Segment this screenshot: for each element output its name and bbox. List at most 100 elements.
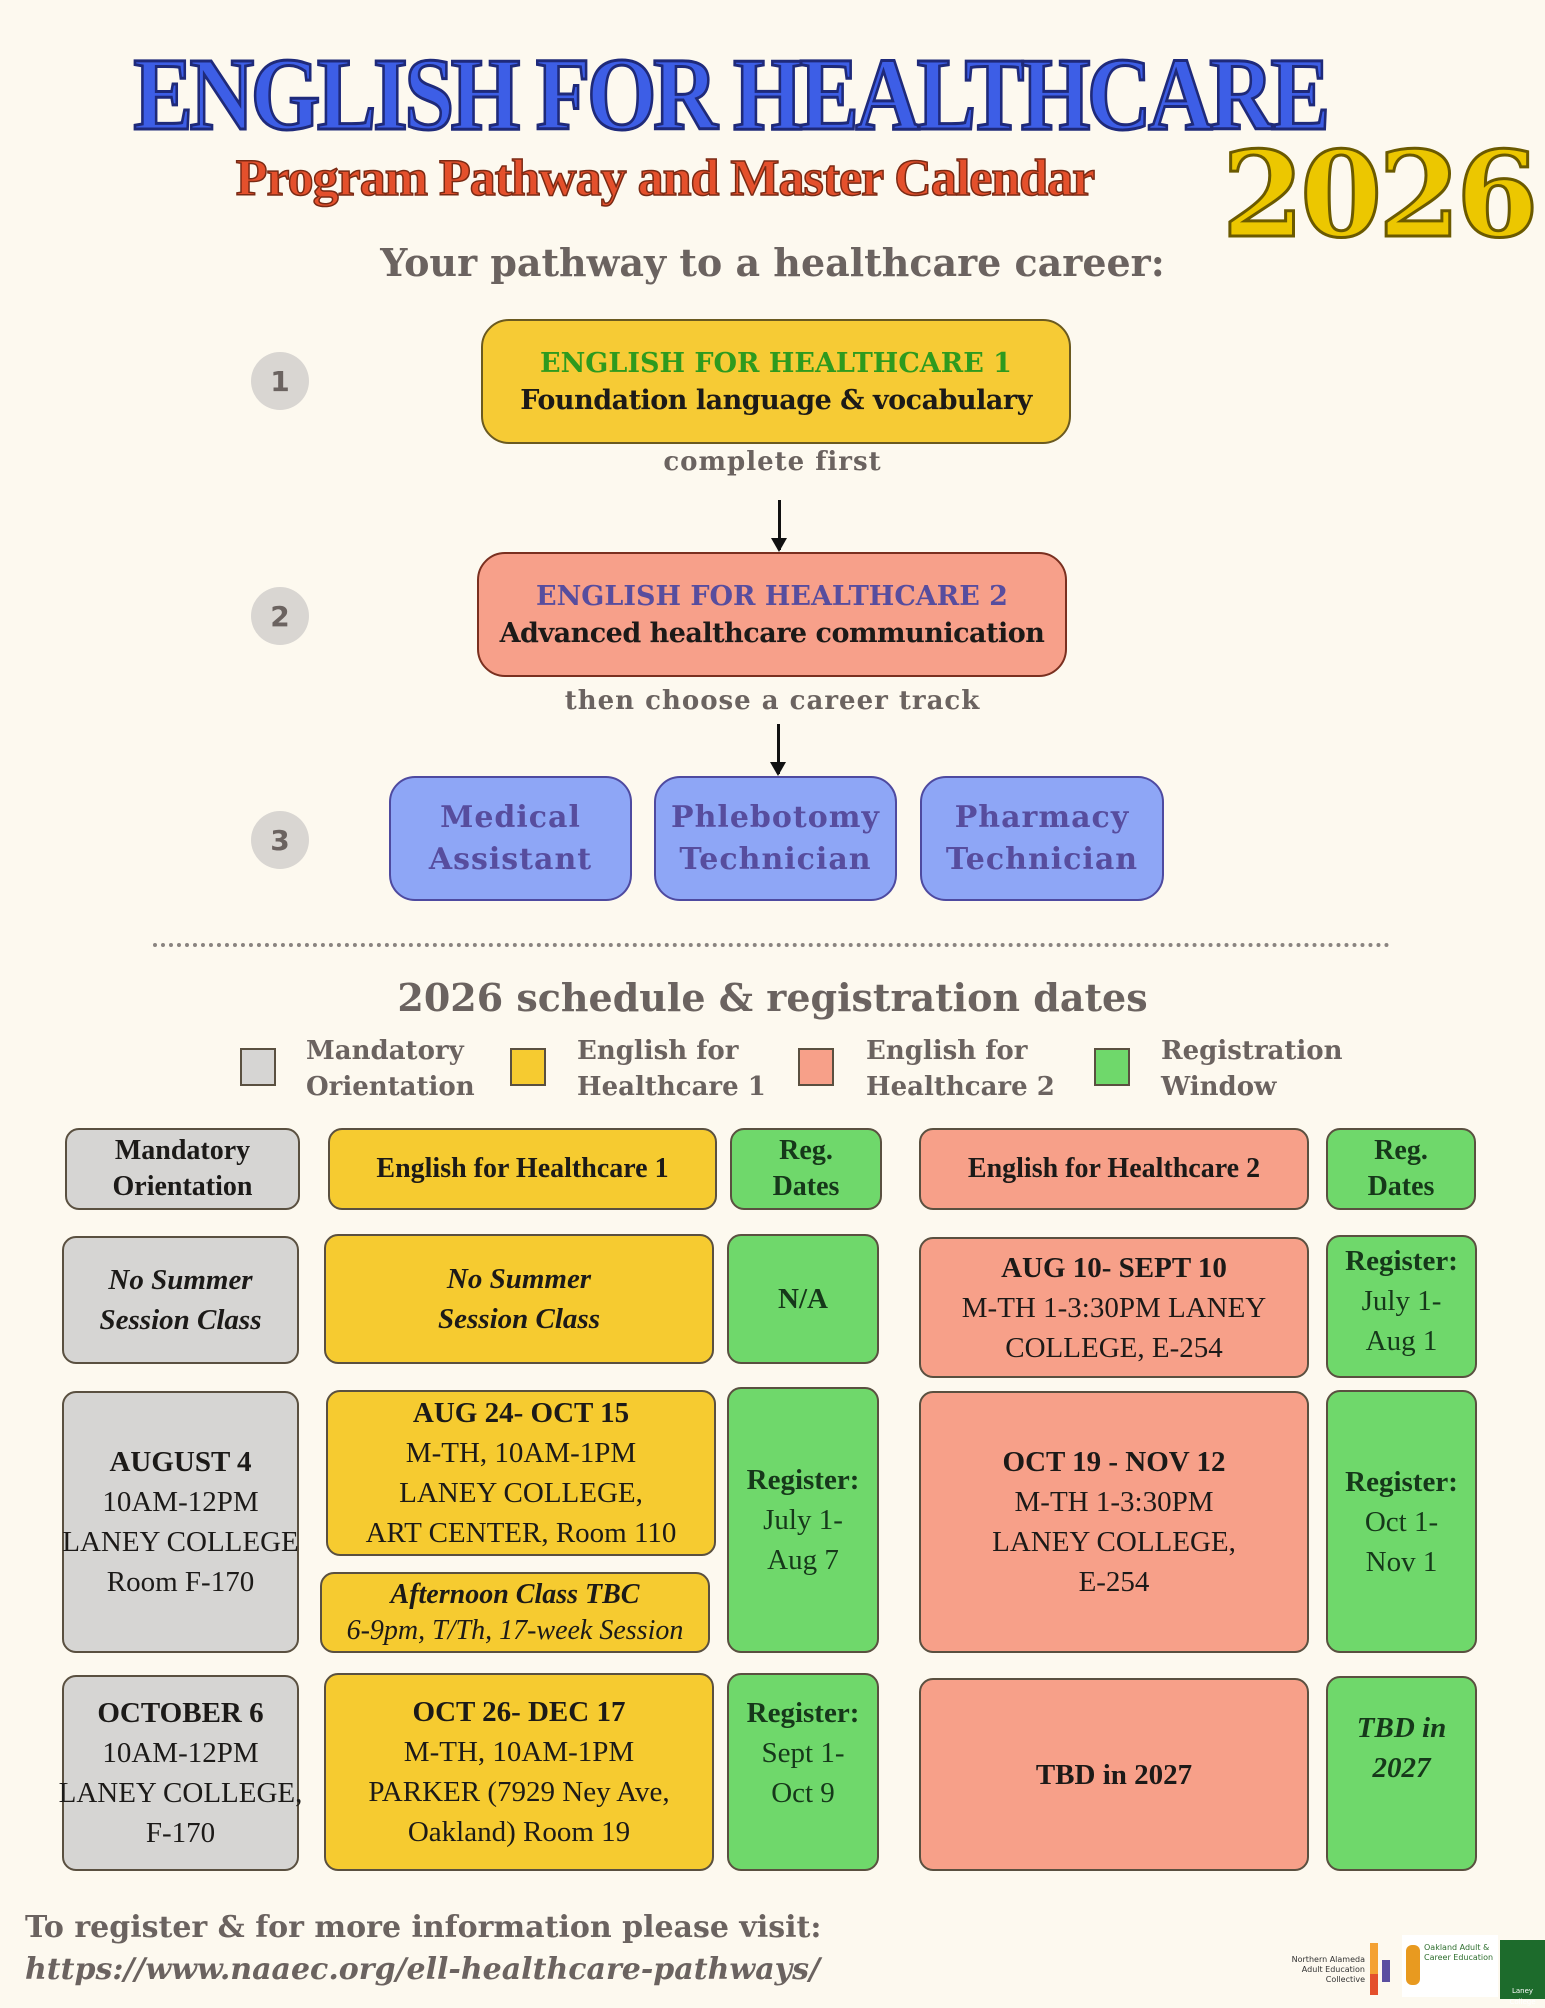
eh2-dates: AUG 10- SEPT 10 [1001, 1251, 1227, 1284]
arrow-down-icon [770, 724, 786, 776]
orientation-detail: LANEY COLLEGE [62, 1526, 299, 1558]
header-eh2: English for Healthcare 2 [919, 1128, 1309, 1210]
legend-swatch-registration [1094, 1048, 1130, 1086]
reg-label: Register: [1345, 1465, 1458, 1498]
track-line: Assistant [428, 841, 593, 877]
eh1-detail: M-TH, 10AM-1PM [403, 1736, 635, 1768]
eh1-detail: LANEY COLLEGE, [399, 1477, 643, 1509]
legend-swatch-eh1 [510, 1048, 546, 1086]
row2-eh2: OCT 19 - NOV 12 M-TH 1-3:30PM LANEY COLL… [919, 1391, 1309, 1653]
legend-line: Orientation [306, 1072, 475, 1102]
reg-label: Register: [1345, 1245, 1458, 1277]
header-eh1: English for Healthcare 1 [328, 1128, 717, 1210]
level-2-box: ENGLISH FOR HEALTHCARE 2 Advanced health… [477, 552, 1067, 677]
page-subtitle: Program Pathway and Master Calendar [235, 150, 1096, 207]
footer-url-link[interactable]: https://www.naaec.org/ell-healthcare-pat… [25, 1952, 820, 1987]
reg-label: Register: [746, 1464, 860, 1496]
eh2-detail: M-TH 1-3:30PM LANEY [961, 1291, 1267, 1324]
header-reg1: Reg. Dates [730, 1128, 882, 1210]
footer-text: To register & for more information pleas… [25, 1910, 822, 1945]
row1-eh2: AUG 10- SEPT 10 M-TH 1-3:30PM LANEY COLL… [919, 1237, 1309, 1378]
level-1-title: ENGLISH FOR HEALTHCARE 1 [540, 347, 1012, 379]
legend-swatch-eh2 [798, 1048, 834, 1086]
orientation-detail: 10AM-12PM [102, 1737, 259, 1769]
eh1-detail: ART CENTER, Room 110 [365, 1517, 677, 1549]
eh2-detail: LANEY COLLEGE, [992, 1526, 1236, 1558]
header-reg2: Reg. Dates [1326, 1128, 1476, 1210]
step-3-badge: 3 [251, 811, 309, 869]
row2-reg2: Register: Oct 1- Nov 1 [1326, 1390, 1477, 1653]
year-badge: 2026 [1220, 125, 1539, 264]
reg-date: Aug 1 [1365, 1325, 1438, 1357]
orientation-detail: F-170 [145, 1817, 216, 1849]
row3-reg1: Register: Sept 1- Oct 9 [727, 1673, 879, 1871]
row1-orientation: No Summer Session Class [62, 1236, 299, 1364]
eh2-detail: E-254 [1078, 1566, 1150, 1598]
track-line: Medical [440, 799, 581, 835]
reg-date: Sept 1- [761, 1737, 845, 1769]
row2-reg1: Register: July 1- Aug 7 [727, 1387, 879, 1653]
orientation-date: OCTOBER 6 [97, 1697, 264, 1729]
row2-eh1: AUG 24- OCT 15 M-TH, 10AM-1PM LANEY COLL… [326, 1390, 716, 1556]
legend-line: Healthcare 1 [577, 1072, 766, 1102]
legend-line: Healthcare 2 [866, 1072, 1055, 1102]
row3-eh2: TBD in 2027 [919, 1678, 1309, 1871]
legend-line: English for [577, 1036, 739, 1066]
laney-logo: Laney College [1500, 1940, 1545, 2006]
level-1-box: ENGLISH FOR HEALTHCARE 1 Foundation lang… [481, 319, 1071, 444]
oace-logo-icon [1406, 1945, 1420, 1985]
track-line: Pharmacy [954, 799, 1130, 835]
naaec-logo-text: Northern Alameda Adult Education Collect… [1291, 1955, 1365, 1984]
reg-date: Aug 7 [767, 1544, 839, 1576]
reg-date: Nov 1 [1365, 1545, 1438, 1578]
row2-orientation: AUGUST 4 10AM-12PM LANEY COLLEGE Room F-… [62, 1391, 299, 1653]
eh2-detail: M-TH 1-3:30PM [1014, 1486, 1214, 1518]
eh1-detail: Oakland) Room 19 [407, 1816, 631, 1848]
reg-date: Oct 1- [1364, 1505, 1439, 1538]
orientation-detail: LANEY COLLEGE, [58, 1777, 303, 1809]
afternoon-desc: 6-9pm, T/Th, 17-week Session [346, 1614, 684, 1646]
complete-first-note: complete first [663, 447, 882, 477]
reg-date: July 1- [1361, 1285, 1442, 1317]
row1-eh1: No Summer Session Class [324, 1234, 714, 1364]
track-line: Technician [679, 841, 872, 877]
pathway-heading: Your pathway to a healthcare career: [380, 240, 1165, 285]
reg-label: Register: [746, 1697, 860, 1729]
career-track-note: then choose a career track [564, 686, 981, 716]
eh2-detail: COLLEGE, E-254 [1005, 1331, 1223, 1364]
eh2-dates: OCT 19 - NOV 12 [1002, 1446, 1226, 1478]
row3-eh1: OCT 26- DEC 17 M-TH, 10AM-1PM PARKER (79… [324, 1673, 714, 1871]
step-2-badge: 2 [251, 587, 309, 645]
afternoon-title: Afternoon Class TBC [390, 1578, 640, 1610]
reg-date: July 1- [763, 1504, 843, 1536]
row1-reg1: N/A [727, 1234, 879, 1364]
arrow-down-icon [771, 500, 787, 552]
legend-line: English for [866, 1036, 1028, 1066]
track-line: Phlebotomy [671, 799, 880, 835]
naaec-logo-icon [1370, 1943, 1378, 1995]
legend-line: Mandatory [306, 1036, 464, 1066]
level-2-title: ENGLISH FOR HEALTHCARE 2 [536, 580, 1008, 612]
legend-swatch-orientation [240, 1048, 276, 1086]
row2-afternoon-class: Afternoon Class TBC 6-9pm, T/Th, 17-week… [320, 1572, 710, 1653]
step-1-badge: 1 [251, 352, 309, 410]
orientation-detail: 10AM-12PM [102, 1486, 259, 1518]
eh1-dates: AUG 24- OCT 15 [412, 1397, 630, 1429]
naaec-logo-icon [1382, 1960, 1390, 1982]
row3-reg2: TBD in 2027 [1326, 1676, 1477, 1871]
reg-date: Oct 9 [771, 1777, 835, 1809]
eh1-detail: PARKER (7929 Ney Ave, [368, 1776, 670, 1808]
reg-value: N/A [778, 1283, 828, 1315]
row1-reg2: Register: July 1- Aug 1 [1326, 1235, 1477, 1378]
header-orientation: Mandatory Orientation [65, 1128, 300, 1210]
eh2-value: TBD in 2027 [1035, 1758, 1193, 1791]
legend-line: Registration [1161, 1036, 1343, 1066]
level-1-desc: Foundation language & vocabulary [520, 384, 1032, 416]
